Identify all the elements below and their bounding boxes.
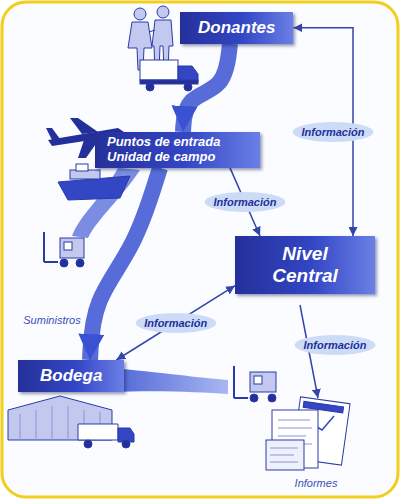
warehouse-icon bbox=[8, 396, 134, 448]
edge-label: Suministros bbox=[23, 314, 80, 326]
forklift-icon bbox=[44, 232, 84, 267]
flow-label: Información bbox=[295, 335, 376, 355]
flow-label: Informes bbox=[295, 477, 338, 489]
reports-icon bbox=[266, 397, 350, 470]
node-title: Bodega bbox=[40, 366, 102, 386]
truck-icon bbox=[140, 60, 198, 91]
node-title: Nivel Central bbox=[265, 243, 345, 287]
supply-flow bbox=[183, 44, 230, 132]
forklift-icon bbox=[234, 366, 276, 402]
edge-label: Información bbox=[135, 313, 216, 333]
node-title: Puntos de entrada Unidad de campo bbox=[107, 135, 248, 165]
process-box: Nivel Central bbox=[235, 236, 375, 294]
process-box: Puntos de entrada Unidad de campo bbox=[95, 132, 260, 168]
node-title: Donantes bbox=[198, 18, 275, 38]
ship-icon bbox=[58, 164, 130, 200]
information-arrow bbox=[116, 286, 235, 360]
supply-flow bbox=[90, 168, 160, 360]
edge-label: Información bbox=[293, 122, 374, 142]
process-box: Donantes bbox=[180, 12, 293, 44]
dispatch-flow bbox=[110, 368, 228, 394]
process-box: Bodega bbox=[18, 360, 124, 392]
edge-label: Información bbox=[205, 192, 286, 212]
